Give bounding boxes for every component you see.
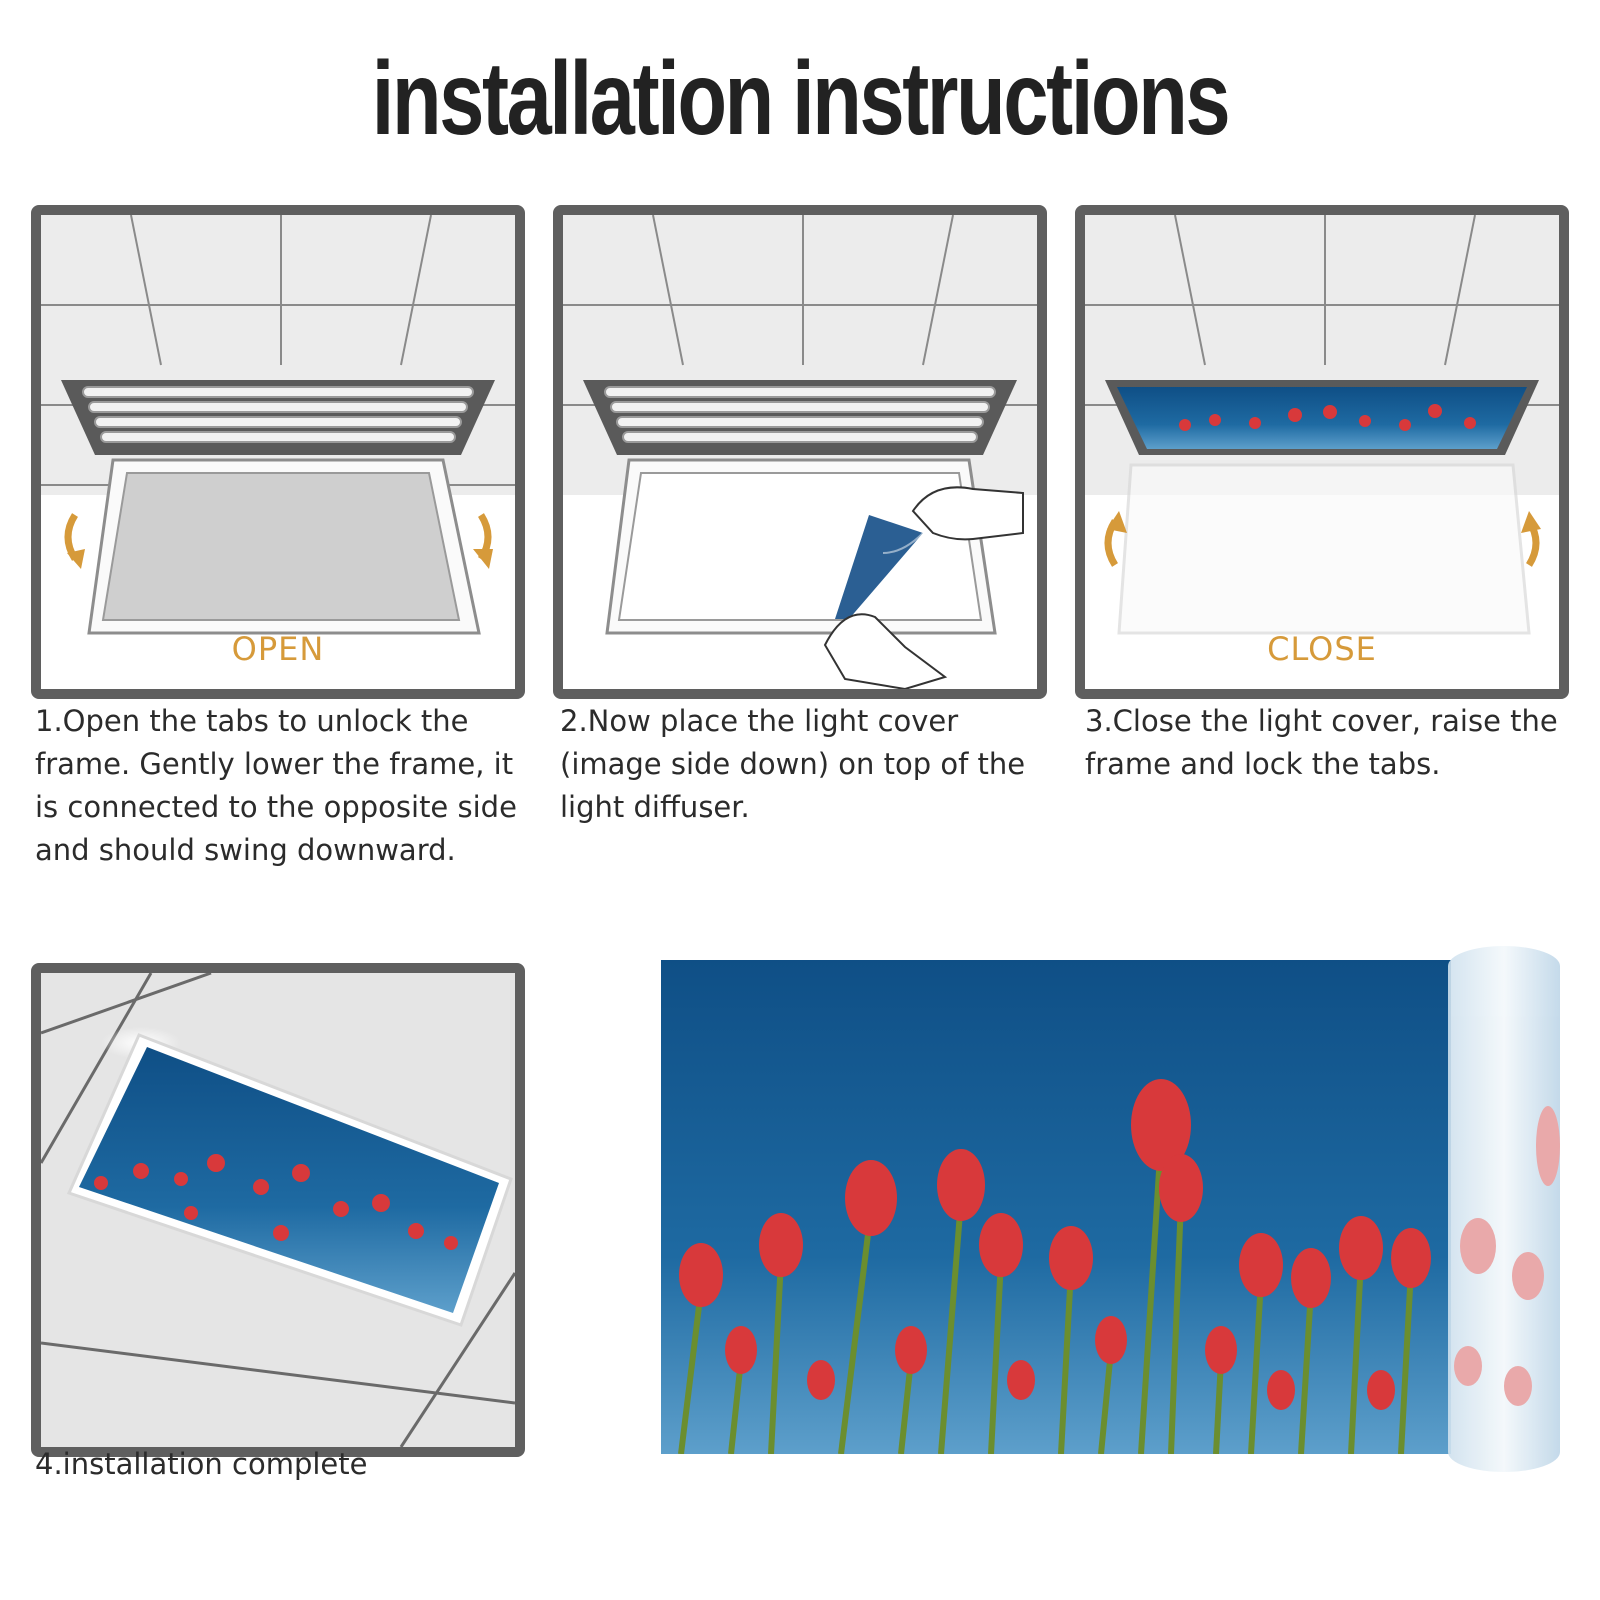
step2-illustration bbox=[553, 205, 1047, 699]
step3-illustration: CLOSE bbox=[1075, 205, 1569, 699]
open-label: OPEN bbox=[232, 630, 325, 668]
product-roll bbox=[1448, 946, 1560, 1472]
step1-illustration: OPEN bbox=[31, 205, 525, 699]
step1-text: 1.Open the tabs to unlock the frame. Gen… bbox=[35, 704, 517, 867]
step4-illustration bbox=[31, 963, 525, 1457]
page-title: installation instructions bbox=[371, 41, 1231, 157]
step4-text: 4.installation complete bbox=[35, 1447, 368, 1481]
step3-text: 3.Close the light cover, raise the frame… bbox=[1085, 704, 1558, 781]
product-photo bbox=[661, 960, 1451, 1455]
step2-text: 2.Now place the light cover (image side … bbox=[560, 704, 1026, 824]
close-label: CLOSE bbox=[1267, 630, 1377, 668]
